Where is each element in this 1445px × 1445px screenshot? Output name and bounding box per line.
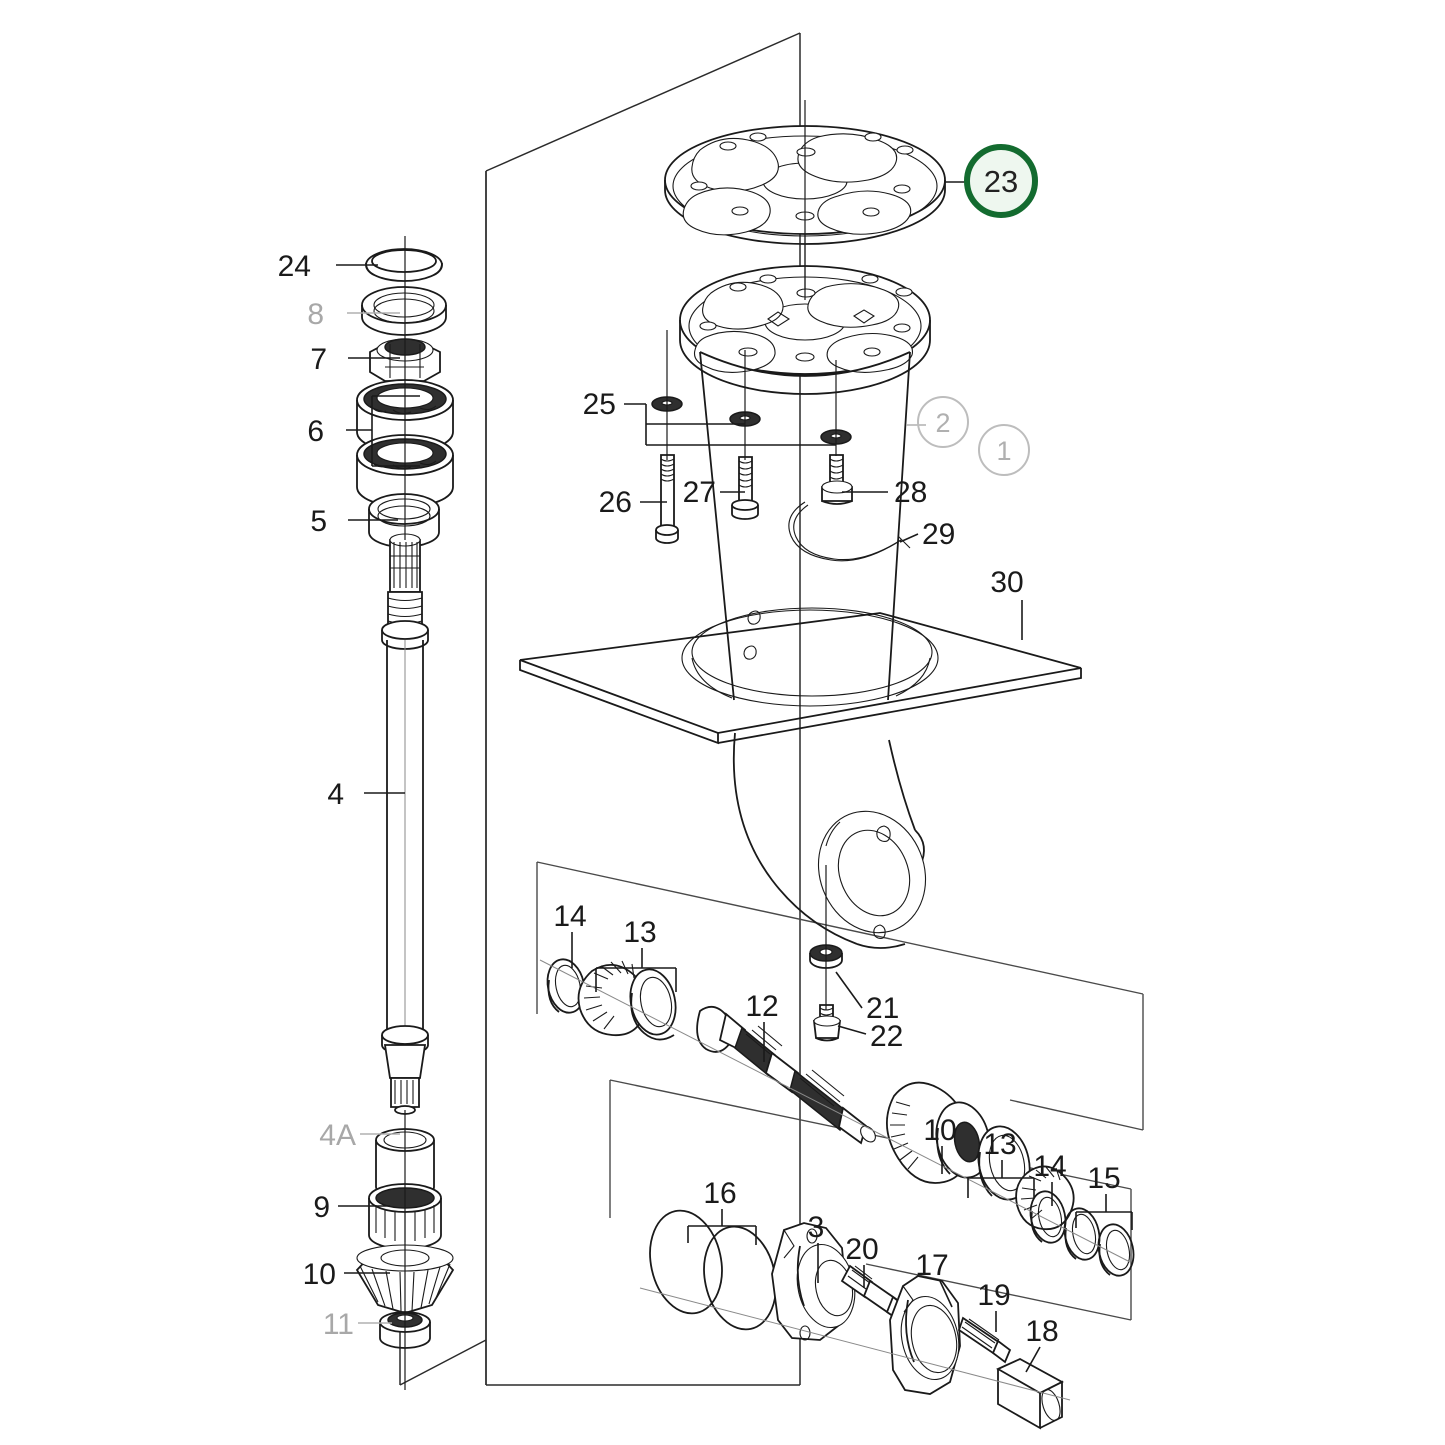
callout-2-text: 2 (935, 408, 950, 438)
part-28-short-bolt (821, 454, 853, 505)
callout-18-label: 18 (1025, 1315, 1058, 1348)
part-10-bevel-gear-right (885, 1081, 991, 1184)
callout-12-label: 12 (745, 990, 778, 1023)
callout-4A-label: 4A (319, 1119, 356, 1152)
callout-circle-1[interactable]: 1 (978, 424, 1030, 476)
assembly-frame (399, 32, 801, 1386)
callout-11-label: 11 (323, 1308, 354, 1341)
callout-1-text: 1 (996, 436, 1011, 466)
callout-15-label: 15 (1087, 1162, 1120, 1195)
callout-28-label: 28 (894, 476, 927, 509)
part-12-pinion-shaft (696, 1005, 876, 1145)
part-29-lock-wire (788, 501, 911, 562)
callout-13-left-label: 13 (623, 916, 656, 949)
callout-25-label: 25 (583, 388, 616, 421)
callout-4-label: 4 (327, 778, 344, 811)
callout-14-right-label: 14 (1033, 1150, 1066, 1183)
part-2-flange-and-column (679, 265, 931, 701)
part-5-bearing-collar (368, 493, 440, 548)
group-boundary-upper (536, 861, 1144, 1131)
callout-7-label: 7 (310, 343, 327, 376)
gear-housing-leg (732, 732, 927, 949)
callout-5-label: 5 (310, 505, 327, 538)
part-14-shim-right (1029, 1190, 1067, 1244)
callout-circle-2[interactable]: 2 (917, 396, 969, 448)
part-30-mounting-plate (519, 607, 1082, 745)
part-16-o-ring-pair (649, 1209, 777, 1331)
part-19-retainer-screw (957, 1316, 1012, 1364)
callout-29-label: 29 (922, 518, 955, 551)
callout-10-left-label: 10 (303, 1258, 336, 1291)
callout-23-text: 23 (984, 164, 1018, 199)
callout-21-label: 21 (866, 992, 899, 1025)
part-3-bearing-carrier (771, 1222, 856, 1341)
highlighted-callout-23[interactable]: 23 (964, 144, 1038, 218)
part-15-shim-set (1063, 1207, 1135, 1277)
part-25-washers (651, 396, 852, 445)
callout-24-label: 24 (278, 250, 311, 283)
part-14-shim-left (546, 958, 586, 1014)
callout-27-label: 27 (683, 476, 716, 509)
part-13-taper-bearing-left (577, 960, 677, 1041)
centerlines (404, 100, 1131, 1401)
part-26-long-screw (655, 454, 679, 544)
part-22-plug-screw (812, 1004, 842, 1042)
callout-8-label: 8 (307, 298, 324, 331)
callout-20-label: 20 (845, 1233, 878, 1266)
callout-14-left-label: 14 (553, 900, 586, 933)
part-27-medium-screw (731, 456, 759, 520)
part-18-bushing-sleeve (996, 1357, 1064, 1430)
leader-lines (336, 181, 1133, 1373)
part-17-bearing-retainer (889, 1275, 961, 1395)
callout-22-label: 22 (870, 1020, 903, 1053)
callout-6-label: 6 (307, 415, 324, 448)
callout-17-label: 17 (915, 1249, 948, 1282)
callout-3-label: 3 (808, 1211, 825, 1244)
callout-10-right-label: 10 (923, 1114, 956, 1147)
callout-9-label: 9 (313, 1191, 330, 1224)
part-4-drive-shaft (381, 533, 429, 1115)
part-8-washer-ring (361, 286, 447, 336)
callout-19-label: 19 (977, 1279, 1010, 1312)
callout-26-label: 26 (599, 486, 632, 519)
callout-30-label: 30 (990, 566, 1023, 599)
callout-13-right-label: 13 (983, 1128, 1016, 1161)
callout-16-label: 16 (703, 1177, 736, 1210)
